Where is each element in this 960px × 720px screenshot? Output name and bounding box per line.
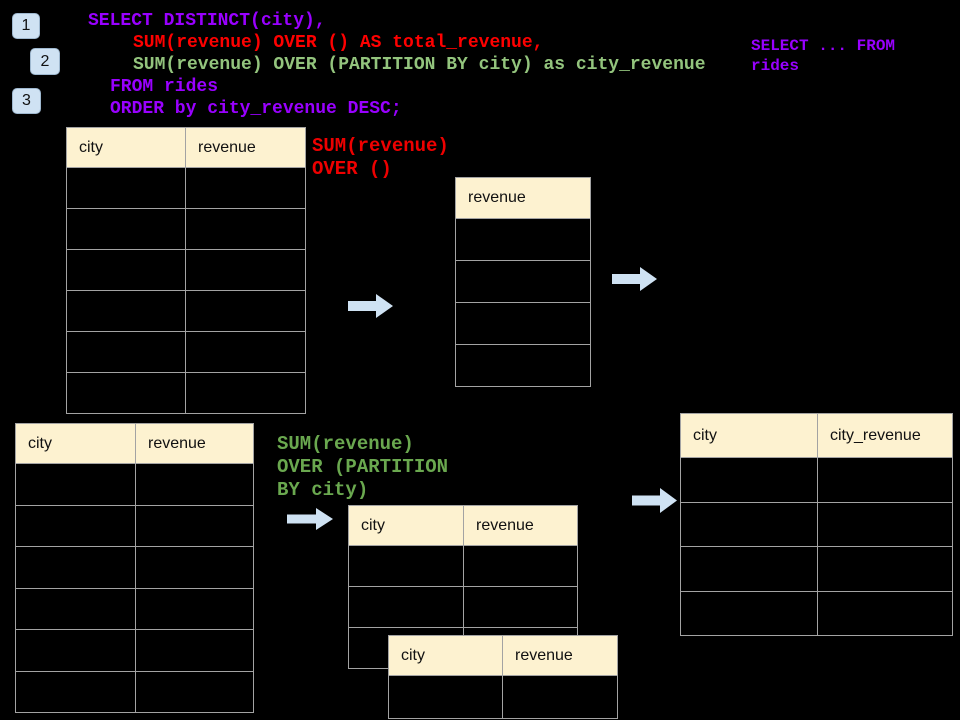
empty-cell — [349, 546, 464, 587]
empty-cell — [186, 168, 306, 209]
empty-cell — [67, 332, 186, 373]
empty-cell — [681, 591, 818, 636]
empty-cell — [67, 209, 186, 250]
partition-annotation-line-1: SUM(revenue) — [277, 433, 414, 455]
empty-cell — [818, 591, 953, 636]
empty-cell — [186, 291, 306, 332]
arrow-from-total-table-icon — [612, 267, 657, 291]
empty-cell — [464, 587, 578, 628]
column-header-city_revenue: city_revenue — [818, 414, 953, 458]
column-header-revenue: revenue — [136, 424, 254, 464]
sql-line-2: SUM(revenue) OVER () AS total_revenue, — [133, 33, 544, 53]
column-header-city: city — [389, 636, 503, 676]
empty-cell — [186, 209, 306, 250]
empty-cell — [503, 676, 618, 719]
step-badge-1: 1 — [12, 13, 40, 39]
empty-cell — [818, 458, 953, 503]
arrow-to-result-table-icon — [632, 488, 677, 513]
empty-cell — [67, 291, 186, 332]
total-annotation-line-1: SUM(revenue) — [312, 135, 449, 157]
empty-cell — [349, 587, 464, 628]
empty-cell — [16, 671, 136, 713]
empty-cell — [456, 219, 591, 261]
column-header-city: city — [681, 414, 818, 458]
empty-cell — [136, 588, 254, 630]
empty-cell — [16, 588, 136, 630]
partition-annotation-line-3: BY city) — [277, 479, 369, 501]
empty-cell — [16, 464, 136, 506]
table-total-revenue: revenue — [455, 177, 591, 387]
empty-cell — [186, 332, 306, 373]
empty-cell — [136, 547, 254, 589]
empty-cell — [681, 547, 818, 592]
empty-cell — [681, 502, 818, 547]
empty-cell — [456, 303, 591, 345]
column-header-revenue: revenue — [503, 636, 618, 676]
empty-cell — [136, 630, 254, 672]
column-header-revenue: revenue — [186, 128, 306, 168]
empty-cell — [67, 250, 186, 291]
step-badge-3: 3 — [12, 88, 41, 114]
empty-cell — [186, 373, 306, 414]
sql-line-4: FROM rides — [110, 77, 219, 97]
empty-cell — [456, 261, 591, 303]
partition-annotation-line-2: OVER (PARTITION — [277, 456, 449, 478]
empty-cell — [681, 458, 818, 503]
step-badge-2: 2 — [30, 48, 60, 75]
side-code-line-1: SELECT ... FROM — [751, 37, 896, 55]
empty-cell — [186, 250, 306, 291]
empty-cell — [67, 168, 186, 209]
column-header-city: city — [67, 128, 186, 168]
empty-cell — [136, 464, 254, 506]
column-header-revenue: revenue — [464, 506, 578, 546]
empty-cell — [136, 671, 254, 713]
sql-line-1: SELECT DISTINCT(city), — [88, 11, 326, 31]
empty-cell — [464, 546, 578, 587]
sql-line-5: ORDER by city_revenue DESC; — [110, 99, 402, 119]
empty-cell — [136, 505, 254, 547]
column-header-city: city — [16, 424, 136, 464]
sql-line-3: SUM(revenue) OVER (PARTITION BY city) as… — [133, 55, 706, 75]
empty-cell — [16, 630, 136, 672]
empty-cell — [818, 547, 953, 592]
arrow-to-total-table-icon — [348, 294, 393, 318]
empty-cell — [389, 676, 503, 719]
empty-cell — [16, 547, 136, 589]
empty-cell — [67, 373, 186, 414]
arrow-to-partition-table-icon — [287, 508, 333, 530]
empty-cell — [16, 505, 136, 547]
side-code-line-2: rides — [751, 57, 800, 75]
column-header-city: city — [349, 506, 464, 546]
empty-cell — [818, 502, 953, 547]
total-annotation-line-2: OVER () — [312, 158, 392, 180]
column-header-revenue: revenue — [456, 178, 591, 219]
empty-cell — [456, 345, 591, 387]
